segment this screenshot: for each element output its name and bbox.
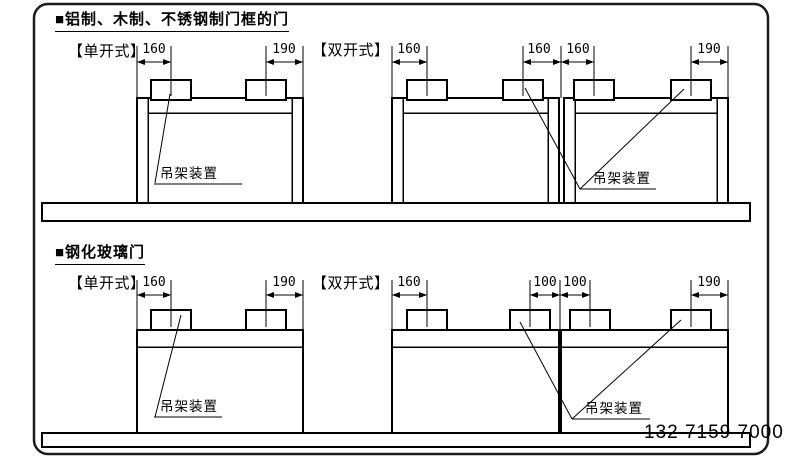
dim-label: 100 [533,275,557,290]
section-title-framed-doors: ■铝制、木制、不锈钢制门框的门 [55,11,290,32]
dim-label: 190 [272,275,296,290]
top-single-mode-label: 【单开式】 [68,43,146,60]
top-dimension-arrowheads [137,59,728,65]
top-double-mode-label: 【双开式】 [312,42,390,59]
hanger-device-label: 吊架装置 [585,401,643,416]
dim-label: 190 [697,42,721,57]
hanger-device-label: 吊架装置 [593,171,651,186]
dim-label: 160 [527,42,551,57]
dim-label: 190 [272,42,296,57]
dim-label: 160 [397,42,421,57]
dim-label: 160 [142,42,166,57]
hanger-device-label: 吊架装置 [160,166,218,181]
hanger-device-label: 吊架装置 [160,399,218,414]
bottom-double-doors [391,309,729,434]
dim-label: 190 [697,275,721,290]
bottom-dimension-arrowheads [137,292,728,298]
top-double-doors [391,79,729,204]
top-leader-lines [154,87,685,190]
dim-label: 160 [566,42,590,57]
dim-label: 100 [563,275,587,290]
bottom-single-door [136,309,304,434]
bottom-single-mode-label: 【单开式】 [68,275,146,292]
bottom-section-drawing [41,280,751,448]
dim-label: 160 [142,275,166,290]
phone-number: 132 7159 7000 [644,422,784,443]
top-floor-track [41,202,751,222]
bottom-double-mode-label: 【双开式】 [312,275,390,292]
dim-label: 160 [397,275,421,290]
bottom-leader-lines [154,314,682,420]
section-title-glass-doors: ■钢化玻璃门 [55,244,146,265]
